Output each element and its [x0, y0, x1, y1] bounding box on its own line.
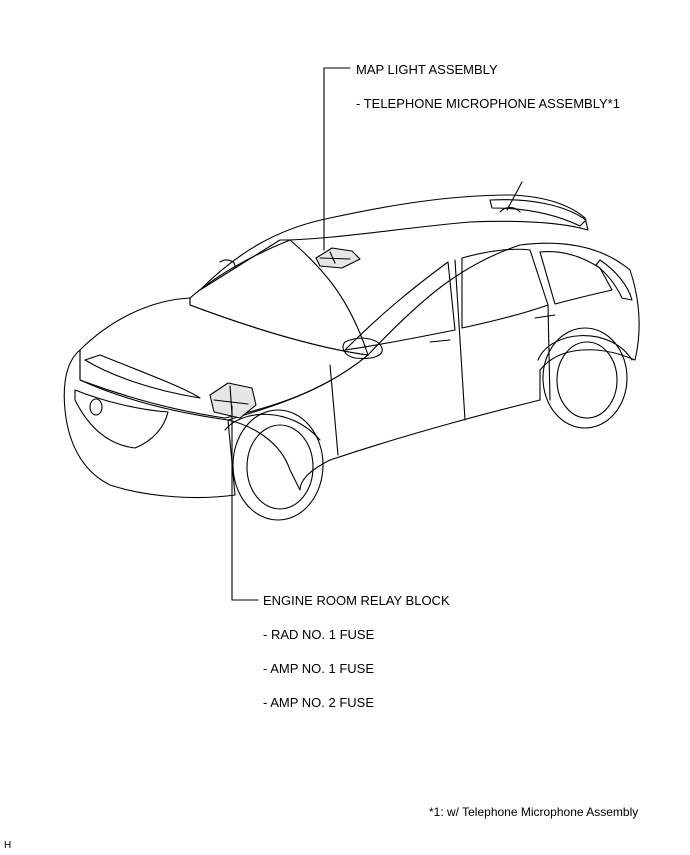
car-side-body	[227, 242, 640, 491]
relay-block-title: ENGINE ROOM RELAY BLOCK	[263, 593, 450, 608]
headlight	[84, 354, 201, 399]
relay-block-component	[209, 382, 257, 419]
front-grille	[74, 389, 169, 449]
quarter-window	[539, 251, 613, 305]
corner-mark: H	[4, 840, 12, 851]
roof-antenna	[499, 181, 523, 213]
side-mirror	[342, 337, 383, 360]
door-lines	[329, 259, 551, 456]
map-light-leader	[323, 67, 351, 251]
relay-block-item-amp1-fuse: - AMP NO. 1 FUSE	[263, 661, 375, 676]
front-bumper	[63, 349, 236, 499]
front-emblem	[89, 398, 103, 416]
front-side-window	[344, 261, 456, 351]
car-roof	[199, 194, 589, 291]
door-handles	[429, 314, 556, 343]
map-light-item-microphone: - TELEPHONE MICROPHONE ASSEMBLY*1	[356, 96, 620, 111]
relay-block-item-amp2-fuse: - AMP NO. 2 FUSE	[263, 695, 375, 710]
front-wheel	[232, 409, 324, 521]
tail-lamp	[595, 259, 633, 301]
footnote: *1: w/ Telephone Microphone Assembly	[429, 805, 639, 819]
car-illustration	[63, 181, 640, 521]
relay-block-leader	[231, 405, 259, 601]
relay-block-item-rad-fuse: - RAD NO. 1 FUSE	[263, 627, 375, 642]
front-wheel-arch	[224, 413, 321, 441]
rear-wheel	[542, 327, 628, 429]
front-wheel-rim	[246, 424, 314, 510]
rear-side-window	[461, 248, 549, 329]
cowl	[219, 259, 236, 269]
rear-wheel-arch	[537, 335, 633, 361]
map-light-title: MAP LIGHT ASSEMBLY	[356, 62, 498, 77]
map-light-component	[315, 247, 361, 269]
rear-wheel-rim	[556, 341, 618, 419]
